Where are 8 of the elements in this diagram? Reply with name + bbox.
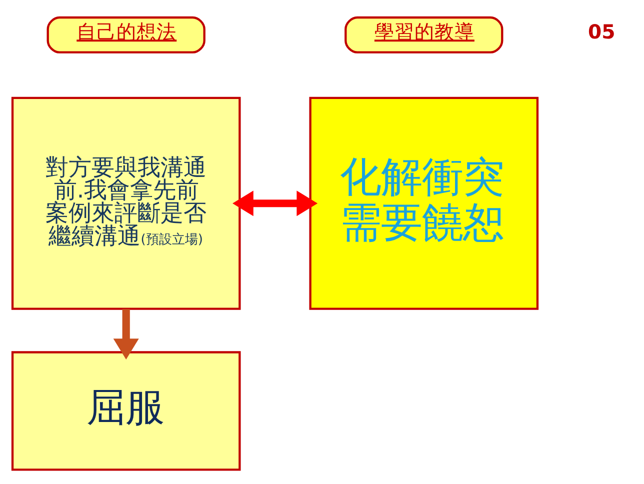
arrow (232, 190, 318, 216)
node-box: 對方要與我溝通前.我會拿先前案例來評斷是否繼續溝通(預設立場) (11, 96, 241, 310)
node-box: 學習的教導 (344, 16, 504, 53)
arrow (113, 308, 139, 359)
node-box: 自己的想法 (46, 16, 206, 53)
node-box: 化解衝突需要饒恕 (309, 96, 539, 310)
node-box: 屈服 (11, 350, 241, 470)
label: 05 (588, 20, 616, 44)
